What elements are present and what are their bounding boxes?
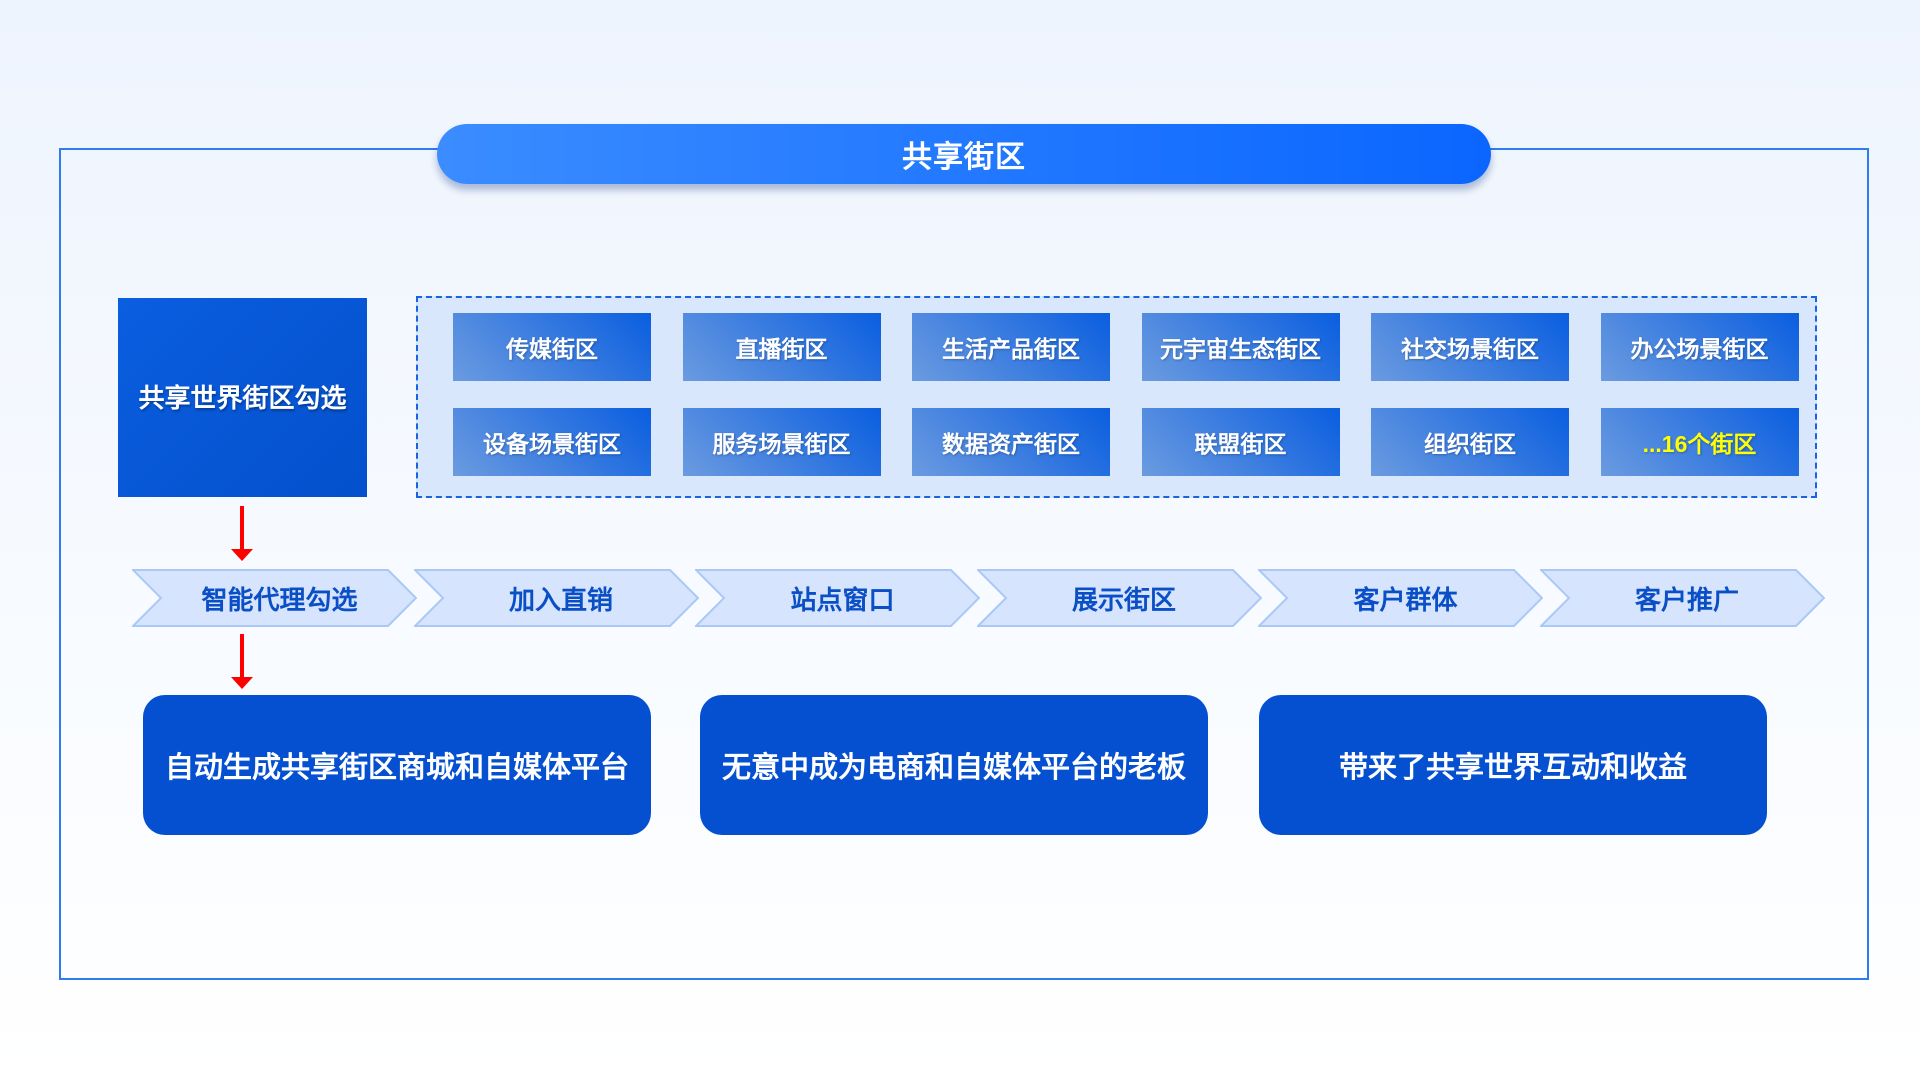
process-step-label: 展示街区 <box>1071 584 1176 615</box>
process-step: 客户推广 <box>1539 569 1825 627</box>
district-tile: 数据资产街区 <box>912 408 1110 476</box>
process-step: 站点窗口 <box>695 569 980 627</box>
process-step-label: 客户群体 <box>1353 584 1458 615</box>
district-tile: 社交场景街区 <box>1371 313 1569 381</box>
district-tile: 服务场景街区 <box>682 408 881 476</box>
district-tile: 生活产品街区 <box>912 313 1110 381</box>
process-step-label: 加入直销 <box>508 584 613 615</box>
process-step: 展示街区 <box>976 569 1262 627</box>
district-tile: 联盟街区 <box>1141 408 1340 476</box>
chevron-shape <box>976 569 1262 627</box>
process-step: 智能代理勾选 <box>132 569 417 627</box>
district-tile: 设备场景街区 <box>453 408 651 476</box>
process-step: 客户群体 <box>1258 569 1543 627</box>
process-step-label: 站点窗口 <box>790 584 895 615</box>
page-title: 共享街区 <box>437 124 1491 184</box>
process-step-label: 客户推广 <box>1634 584 1739 615</box>
district-tile: 传媒街区 <box>453 313 651 381</box>
outcome-card: 自动生成共享街区商城和自媒体平台 <box>143 695 651 835</box>
chevron-shape <box>132 569 417 627</box>
process-step: 加入直销 <box>413 569 699 627</box>
chevron-shape <box>695 569 980 627</box>
outcome-card: 带来了共享世界互动和收益 <box>1259 695 1767 835</box>
district-tile: 组织街区 <box>1371 408 1569 476</box>
process-step-label: 智能代理勾选 <box>201 584 358 615</box>
chevron-shape <box>1539 569 1825 627</box>
chevron-shape <box>1258 569 1543 627</box>
district-tile: 直播街区 <box>682 313 881 381</box>
diagram-frame <box>59 148 1869 980</box>
district-tile: 办公场景街区 <box>1600 313 1799 381</box>
down-arrow-icon <box>231 506 253 561</box>
district-tile: 元宇宙生态街区 <box>1141 313 1340 381</box>
district-tile: ...16个街区 <box>1600 408 1799 476</box>
district-select-box: 共享世界街区勾选 <box>118 298 367 497</box>
district-select-label: 共享世界街区勾选 <box>138 382 347 413</box>
outcome-card: 无意中成为电商和自媒体平台的老板 <box>700 695 1208 835</box>
down-arrow-icon <box>231 634 253 689</box>
chevron-shape <box>413 569 699 627</box>
